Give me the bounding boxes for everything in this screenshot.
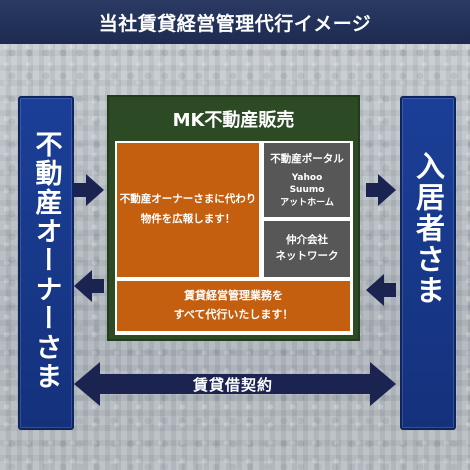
header-title: 当社賃貸経営管理代行イメージ: [98, 12, 372, 35]
arrow-company-to-tenant: [366, 174, 396, 206]
management-line2: すべて代行いたします！: [173, 308, 294, 321]
owner-box: 不動産オーナーさま: [18, 96, 74, 430]
owner-service-line2: 物件を広報します！: [140, 213, 236, 225]
header-banner: 当社賃貸経営管理代行イメージ: [0, 0, 470, 44]
management-service-box: 賃貸経営管理業務を すべて代行いたします！: [117, 281, 350, 331]
tenant-label: 入居者さま: [411, 150, 446, 306]
tenant-box: 入居者さま: [400, 96, 456, 430]
agent-line2: ネットワーク: [275, 250, 339, 262]
owner-service-line1: 不動産オーナーさまに代わり: [119, 193, 257, 206]
portal-site: Suumo: [289, 185, 325, 196]
agreement-double-arrow: [74, 362, 396, 406]
agreement-label: 賃貸借契約: [192, 375, 273, 394]
owner-label: 不動産オーナーさま: [30, 129, 62, 391]
portal-site: Yahoo: [291, 173, 323, 184]
portal-box: 不動産ポータル Yahoo Suumo アットホーム: [264, 143, 350, 217]
portal-site: アットホーム: [280, 197, 334, 208]
agent-line1: 仲介会社: [286, 234, 328, 247]
service-panel: 不動産オーナーさまに代わり 物件を広報します！ 不動産ポータル Yahoo Su…: [115, 141, 353, 335]
owner-service-box: 不動産オーナーさまに代わり 物件を広報します！: [117, 143, 259, 277]
management-line1: 賃貸経営管理業務を: [183, 289, 283, 303]
arrow-tenant-to-company: [366, 274, 396, 306]
arrow-company-to-owner: [74, 270, 104, 302]
company-name: MK不動産販売: [109, 97, 358, 141]
company-box: MK不動産販売 不動産オーナーさまに代わり 物件を広報します！ 不動産ポータル …: [107, 95, 360, 341]
portal-title: 不動産ポータル: [270, 153, 344, 166]
agent-network-box: 仲介会社 ネットワーク: [264, 221, 350, 277]
arrow-owner-to-company: [74, 174, 104, 206]
